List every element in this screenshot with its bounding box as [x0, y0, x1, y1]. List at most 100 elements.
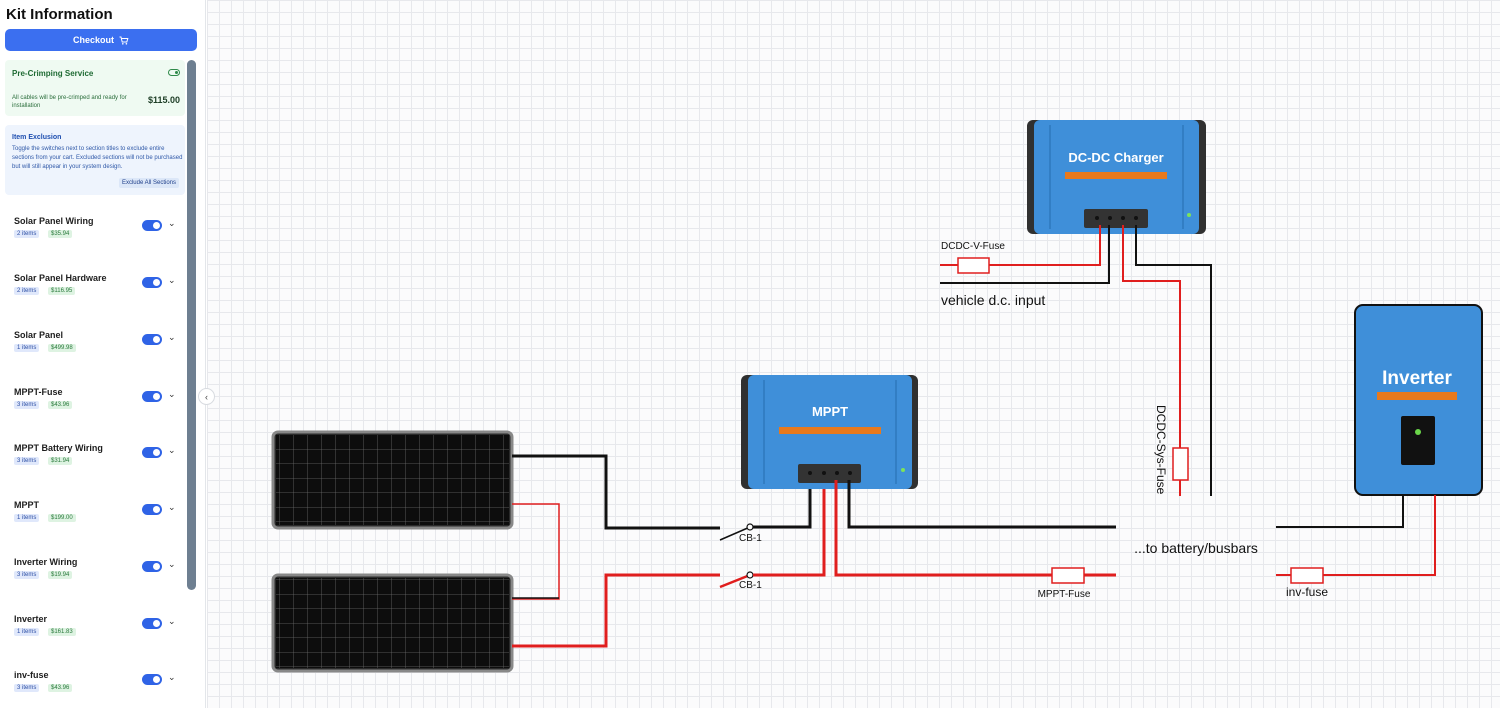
precrimp-title: Pre-Crimping Service: [12, 69, 94, 78]
battery-label: ...to battery/busbars: [1134, 540, 1258, 556]
precrimp-price: $115.00: [147, 95, 180, 105]
mppt-battery-negative: [847, 480, 1116, 529]
sidebar-scrollbar[interactable]: [187, 60, 196, 590]
section-row[interactable]: MPPT 1 items $199.00 ⌄: [14, 500, 186, 540]
precrimp-toggle[interactable]: [168, 69, 180, 76]
panel-series-wire: [512, 503, 560, 600]
section-row[interactable]: Inverter Wiring 3 items $19.94 ⌄: [14, 557, 186, 597]
cb-top-label: CB-1: [739, 533, 762, 544]
inverter-device[interactable]: [1354, 304, 1483, 496]
exclusion-title: Item Exclusion: [12, 134, 62, 141]
section-toggle[interactable]: [142, 391, 162, 402]
dcdc-charger-device[interactable]: [1027, 120, 1206, 234]
dcdc-sys-fuse[interactable]: [1172, 447, 1189, 481]
section-count-badge: 1 items: [14, 628, 40, 636]
section-toggle[interactable]: [142, 220, 162, 231]
inverter-title: Inverter: [1382, 368, 1452, 389]
mppt-title: MPPT: [812, 404, 848, 419]
wiring-diagram: CB-1 CB-1 MPPT MPPT-Fuse ...to battery/b…: [271, 120, 1483, 673]
section-name: inv-fuse: [14, 670, 49, 680]
checkout-label: Checkout: [72, 35, 114, 45]
exclusion-desc: Toggle the switches next to section titl…: [12, 146, 183, 170]
exclusion-card: Item Exclusion Toggle the switches next …: [5, 125, 185, 195]
section-name: MPPT Battery Wiring: [14, 443, 103, 453]
section-count-badge: 2 items: [14, 230, 40, 238]
section-price-badge: $499.98: [48, 344, 76, 352]
section-price-badge: $43.96: [48, 684, 73, 692]
section-price-badge: $35.94: [48, 230, 73, 238]
section-price-badge: $199.00: [48, 514, 76, 522]
section-count-badge: 1 items: [14, 344, 40, 352]
breaker-bottom[interactable]: [719, 476, 826, 589]
section-name: Inverter Wiring: [14, 557, 78, 567]
solar-panel-top[interactable]: [271, 430, 514, 530]
mppt-fuse[interactable]: [1051, 567, 1085, 584]
kit-sidebar: Kit Information Checkout Pre-Crimping Se…: [0, 0, 206, 708]
chevron-down-icon[interactable]: ⌄: [168, 672, 176, 682]
section-toggle[interactable]: [142, 674, 162, 685]
dcdc-v-fuse-label: DCDC-V-Fuse: [941, 241, 1005, 252]
section-row[interactable]: MPPT-Fuse 3 items $43.96 ⌄: [14, 387, 186, 427]
section-toggle[interactable]: [142, 561, 162, 572]
chevron-down-icon[interactable]: ⌄: [168, 559, 176, 569]
section-toggle[interactable]: [142, 618, 162, 629]
section-row[interactable]: Inverter 1 items $161.83 ⌄: [14, 614, 186, 654]
section-toggle[interactable]: [142, 504, 162, 515]
section-toggle[interactable]: [142, 277, 162, 288]
precrimp-desc: All cables will be pre-crimped and ready…: [12, 95, 127, 109]
panel-positive-wire: [512, 573, 720, 648]
section-name: Solar Panel Wiring: [14, 216, 94, 226]
panel-negative-wire: [512, 454, 720, 530]
chevron-down-icon[interactable]: ⌄: [168, 218, 176, 228]
section-price-badge: $31.94: [48, 457, 73, 465]
breaker-top[interactable]: [719, 476, 812, 541]
dcdc-input-positive: [989, 225, 1101, 266]
chevron-down-icon[interactable]: ⌄: [168, 445, 176, 455]
mppt-fuse-label: MPPT-Fuse: [1038, 589, 1091, 600]
section-row[interactable]: inv-fuse 3 items $43.96 ⌄: [14, 670, 186, 708]
checkout-button[interactable]: Checkout: [5, 29, 197, 51]
inv-fuse[interactable]: [1290, 567, 1324, 584]
section-name: Solar Panel: [14, 330, 64, 340]
solar-panel-bottom[interactable]: [271, 573, 514, 673]
dcdc-v-fuse[interactable]: [957, 257, 990, 274]
chevron-down-icon[interactable]: ⌄: [168, 502, 176, 512]
chevron-down-icon[interactable]: ⌄: [168, 389, 176, 399]
mppt-device[interactable]: [741, 375, 918, 489]
section-row[interactable]: Solar Panel Hardware 2 items $116.95 ⌄: [14, 273, 186, 313]
inverter-negative: [1276, 495, 1404, 528]
section-name: Inverter: [14, 614, 48, 624]
section-count-badge: 3 items: [14, 457, 40, 465]
cb-bottom-label: CB-1: [739, 580, 762, 591]
section-name: Solar Panel Hardware: [14, 273, 107, 283]
section-price-badge: $161.83: [48, 628, 76, 636]
mppt-battery-positive: [834, 480, 1052, 577]
section-row[interactable]: MPPT Battery Wiring 3 items $31.94 ⌄: [14, 443, 186, 483]
chevron-down-icon[interactable]: ⌄: [168, 275, 176, 285]
section-count-badge: 2 items: [14, 287, 40, 295]
section-row[interactable]: Solar Panel 1 items $499.98 ⌄: [14, 330, 186, 370]
exclude-all-button[interactable]: Exclude All Sections: [118, 178, 179, 188]
dcdc-sys-fuse-label: DCDC-Sys-Fuse: [1154, 405, 1168, 495]
vehicle-input-label: vehicle d.c. input: [941, 292, 1045, 308]
section-toggle[interactable]: [142, 334, 162, 345]
diagram-canvas[interactable]: CB-1 CB-1 MPPT MPPT-Fuse ...to battery/b…: [207, 0, 1500, 708]
chevron-down-icon[interactable]: ⌄: [168, 332, 176, 342]
precrimp-card: Pre-Crimping Service All cables will be …: [5, 60, 185, 116]
inverter-positive: [1323, 495, 1436, 576]
inv-fuse-label: inv-fuse: [1286, 585, 1328, 599]
dcdc-output-positive: [1122, 225, 1181, 448]
section-count-badge: 3 items: [14, 571, 40, 579]
section-price-badge: $116.95: [48, 287, 76, 295]
section-count-badge: 3 items: [14, 401, 40, 409]
collapse-sidebar-button[interactable]: ‹: [198, 388, 215, 405]
dcdc-output-negative: [1135, 225, 1212, 496]
section-name: MPPT: [14, 500, 40, 510]
dcdc-input-negative: [940, 225, 1110, 284]
section-name: MPPT-Fuse: [14, 387, 63, 397]
chevron-left-icon: ‹: [205, 391, 208, 402]
section-toggle[interactable]: [142, 447, 162, 458]
chevron-down-icon[interactable]: ⌄: [168, 616, 176, 626]
section-price-badge: $19.94: [48, 571, 73, 579]
section-row[interactable]: Solar Panel Wiring 2 items $35.94 ⌄: [14, 216, 186, 256]
